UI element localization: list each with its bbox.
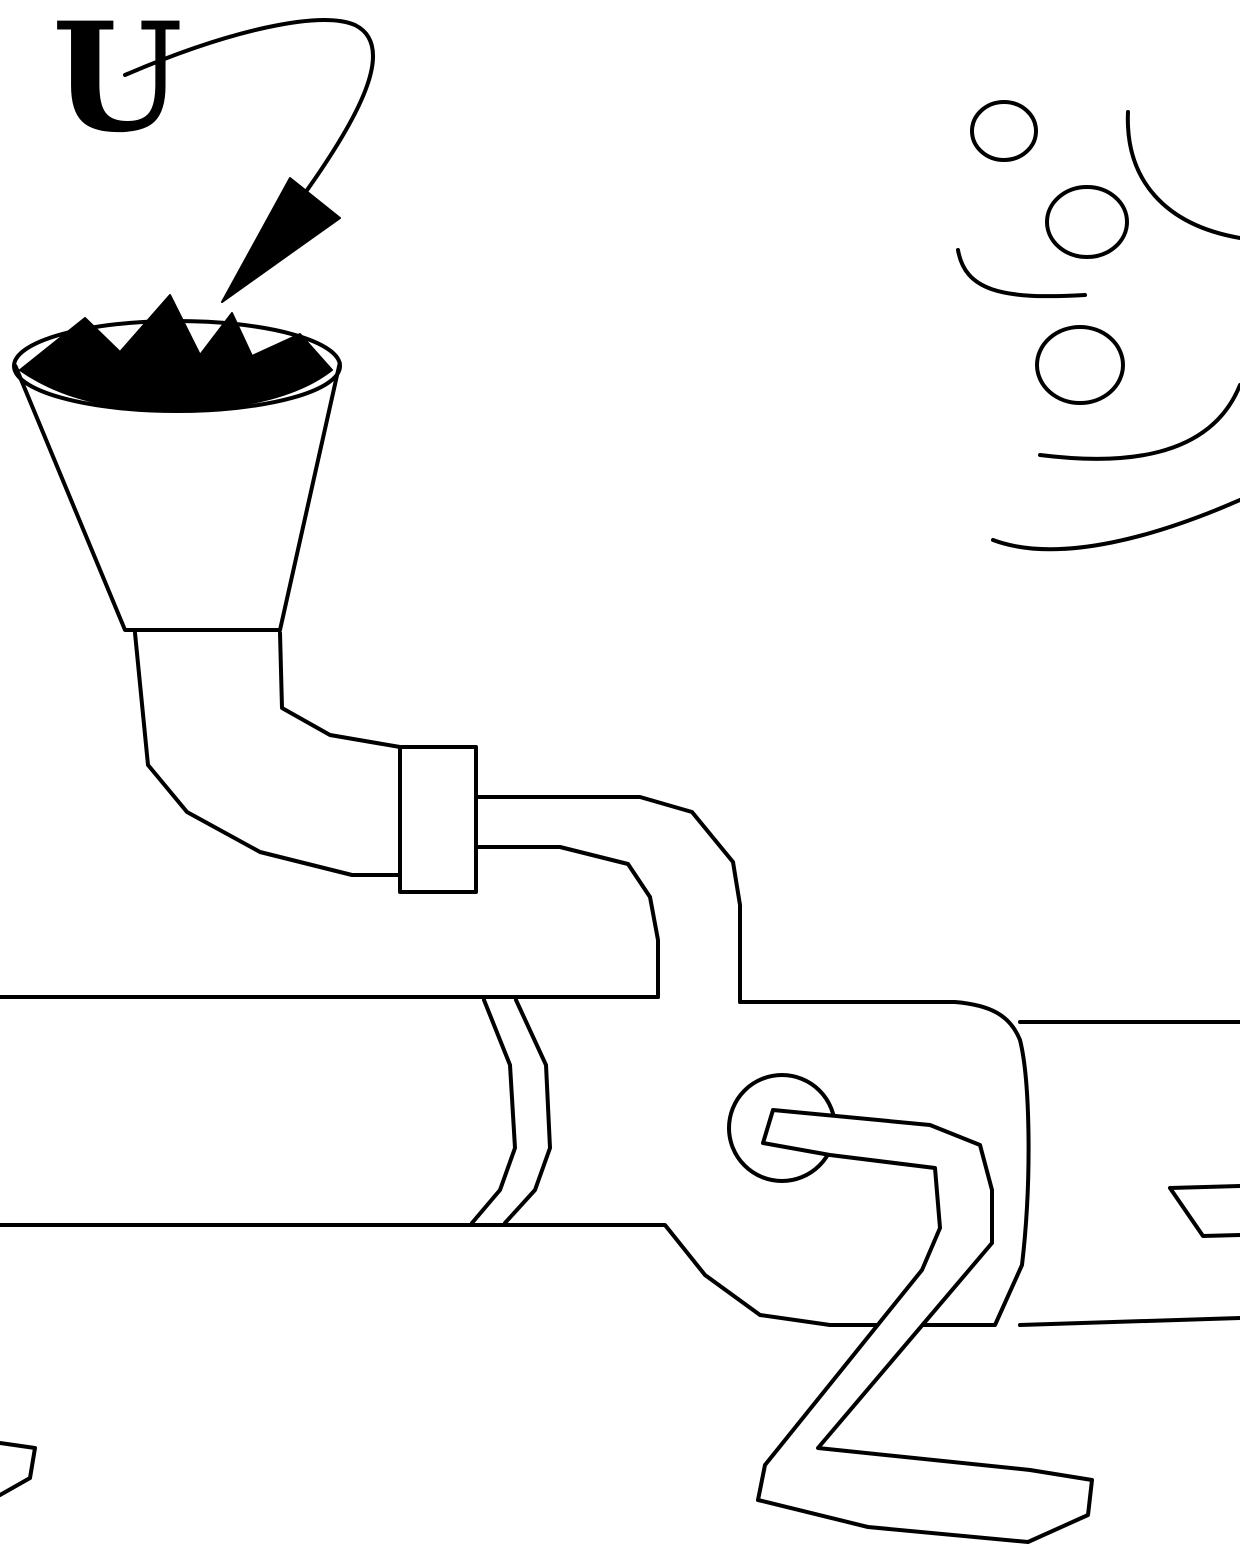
crank-handle (727, 1073, 1094, 1544)
stand-foot (0, 1441, 37, 1497)
crank-arm (756, 1108, 1094, 1544)
particle (970, 100, 1038, 162)
variable-label: U (52, 0, 183, 166)
output-plate (1018, 1020, 1240, 1327)
particle (1035, 325, 1125, 405)
pipe-coupling (398, 745, 478, 894)
motion-arc (1038, 383, 1240, 461)
particle (1045, 185, 1129, 259)
input-arrow (123, 18, 376, 303)
feed-pipe (474, 795, 742, 1004)
hopper-contents (19, 294, 333, 412)
arrow-head (221, 177, 341, 303)
motion-arc (956, 248, 1087, 299)
motion-arc (1125, 110, 1240, 240)
elbow-pipe (133, 631, 402, 877)
output-particles (956, 100, 1240, 552)
grinder-barrel (0, 995, 1031, 1327)
motion-arc (991, 498, 1240, 552)
hopper (12, 294, 342, 632)
